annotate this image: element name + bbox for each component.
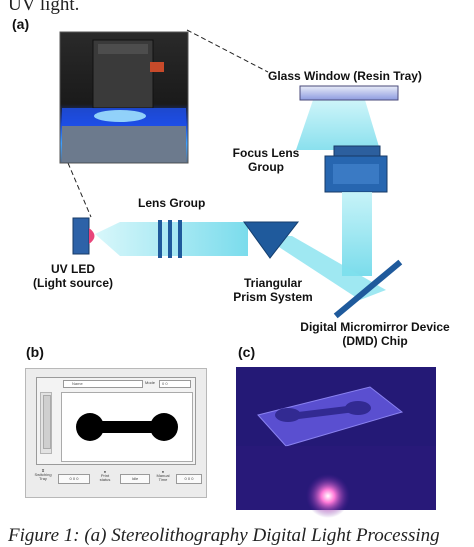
callout-line-bottom	[67, 162, 92, 218]
clock-icon: ●	[161, 469, 165, 474]
projection-beam-top	[296, 100, 380, 150]
layer-slider[interactable]	[40, 392, 52, 454]
bottom-toolbar: ⧗ Switching Tray 0 0 0 ● Print status Id…	[30, 469, 202, 491]
control-panel: Name Mode 0 0	[36, 377, 196, 465]
file-name-field[interactable]: Name	[63, 380, 143, 388]
glass-window	[299, 85, 399, 101]
value-button-2[interactable]: 0 0 0	[176, 474, 202, 484]
status-button[interactable]: Idle	[120, 474, 150, 484]
manual-time-tool[interactable]: ● Manual Time	[152, 470, 174, 482]
tray-icon: ⧗	[41, 468, 45, 473]
printer-photo	[59, 31, 189, 164]
layer-preview-canvas	[61, 392, 193, 462]
uv-led	[72, 217, 95, 255]
panel-label-c: (c)	[238, 344, 256, 360]
callout-line-top	[186, 29, 269, 73]
lens-group	[158, 220, 182, 258]
mode-label: Mode	[145, 380, 156, 385]
label-dmd: Digital Micromirror Device(DMD) Chip	[300, 320, 450, 348]
print-status-tool[interactable]: ● Print status	[94, 470, 116, 482]
caption-bottom: Figure 1: (a) Stereolithography Digital …	[8, 525, 440, 546]
panel-label-a: (a)	[12, 16, 30, 32]
dmd-chip	[333, 259, 403, 319]
print-icon: ●	[103, 469, 107, 474]
layer-slider-thumb[interactable]	[43, 395, 51, 449]
value-button-1[interactable]: 0 0 0	[58, 474, 90, 484]
mode-field[interactable]: 0 0	[159, 380, 191, 388]
label-lens-group: Lens Group	[138, 196, 206, 210]
label-uv-led: UV LED(Light source)	[33, 262, 113, 290]
caption-top: UV light.	[8, 0, 80, 15]
print-photo	[236, 367, 436, 518]
panel-label-b: (b)	[26, 344, 44, 360]
switching-tray-tool[interactable]: ⧗ Switching Tray	[32, 469, 54, 481]
focus-lens-group	[324, 145, 388, 193]
triangular-prism	[243, 221, 300, 259]
label-glass-window: Glass Window (Resin Tray)	[268, 69, 422, 83]
projection-beam-mid	[342, 192, 372, 276]
print-software-window: Name Mode 0 0 ⧗ Switching Tray 0 0 0 ● P…	[25, 368, 207, 498]
dogbone-shape	[76, 413, 178, 441]
prism-beam	[262, 236, 386, 300]
